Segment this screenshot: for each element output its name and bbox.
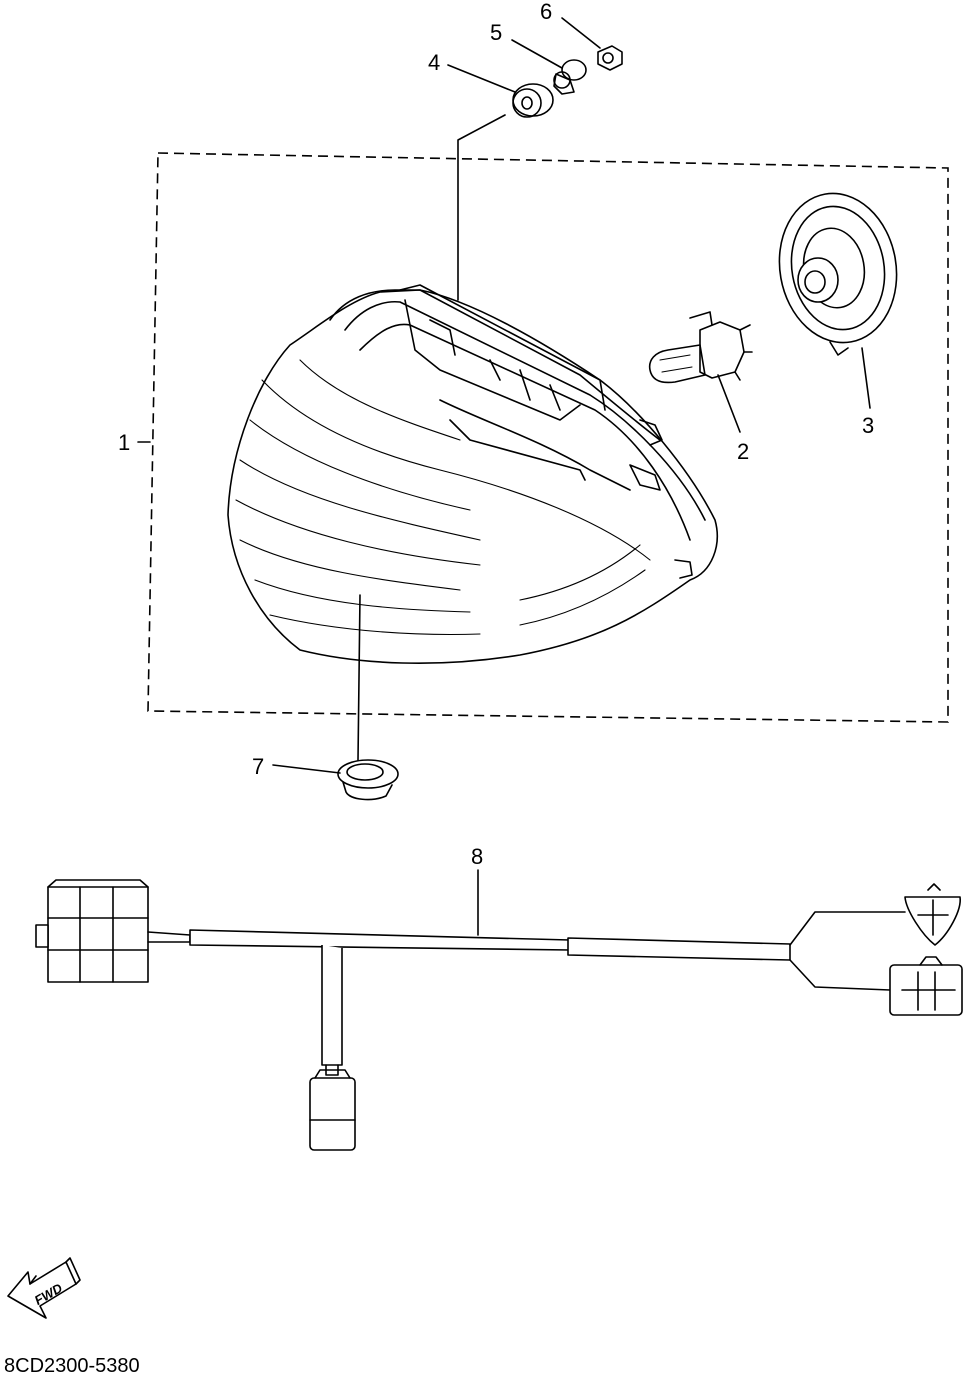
callout-3: 3 <box>862 413 874 438</box>
grommet <box>512 83 554 118</box>
leader-lines <box>137 17 871 936</box>
headlight-bulb <box>648 311 753 384</box>
collar <box>553 59 587 95</box>
callout-2: 2 <box>737 439 749 464</box>
wire-harness <box>35 879 963 1151</box>
lower-grommet <box>337 759 399 801</box>
callout-7: 7 <box>252 754 264 779</box>
callout-5: 5 <box>490 20 502 45</box>
forward-direction-arrow: FWD <box>7 1257 81 1319</box>
callout-6: 6 <box>540 0 552 24</box>
callout-8: 8 <box>471 844 483 869</box>
part-code-label: 8CD2300-5380 <box>4 1355 140 1376</box>
bulb-cover <box>778 192 898 356</box>
nut <box>597 45 623 71</box>
callout-1: 1 <box>118 430 130 455</box>
assembly-boundary <box>147 152 949 723</box>
callout-4: 4 <box>428 50 440 75</box>
headlight-housing <box>227 284 719 664</box>
